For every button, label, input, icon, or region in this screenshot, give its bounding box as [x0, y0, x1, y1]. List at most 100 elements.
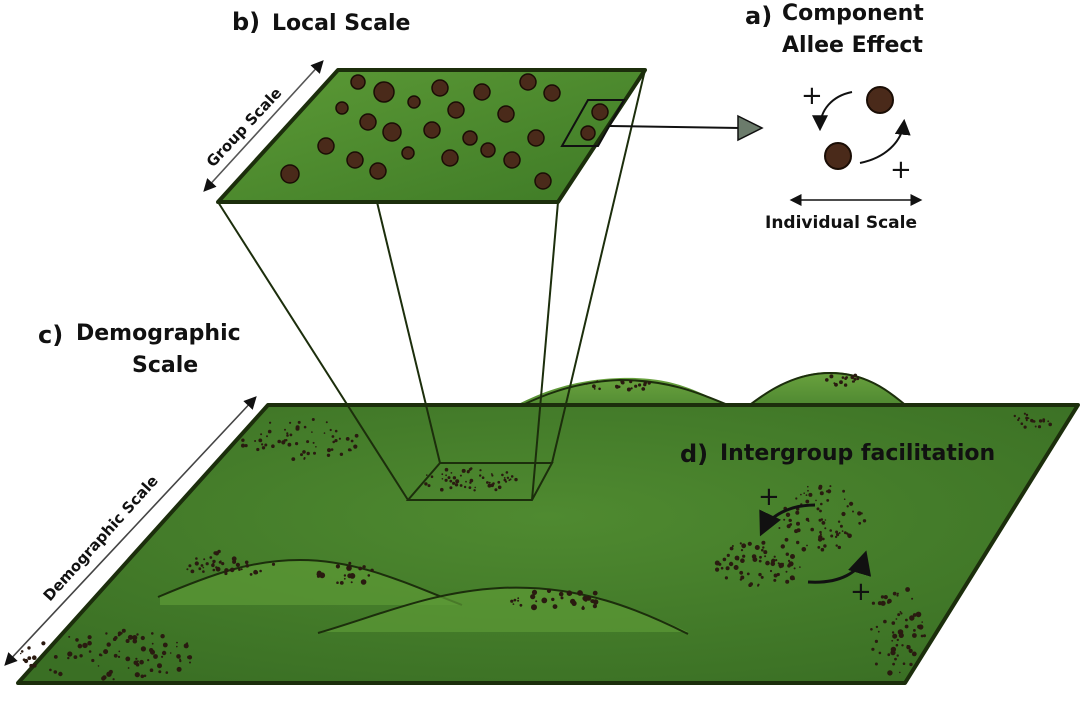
population-speck [316, 570, 322, 576]
population-speck [895, 618, 898, 620]
population-speck [503, 478, 507, 482]
population-speck [221, 562, 225, 566]
population-speck [349, 573, 356, 579]
population-speck [826, 499, 830, 502]
population-speck [838, 532, 841, 534]
population-speck [911, 597, 914, 600]
population-speck [853, 377, 857, 381]
population-speck [277, 439, 282, 444]
population-speck [229, 567, 235, 573]
population-speck [586, 383, 588, 385]
individual-dot [401, 146, 415, 160]
population-speck [790, 554, 795, 559]
population-speck [807, 489, 809, 492]
individual-dot [441, 149, 459, 167]
population-speck [300, 453, 303, 457]
population-speck [630, 387, 633, 390]
population-speck [728, 561, 734, 567]
plus-sign-bottom: + [890, 155, 912, 185]
population-speck [827, 489, 832, 494]
population-speck [67, 656, 70, 660]
population-speck [531, 589, 538, 596]
population-speck [1018, 417, 1021, 420]
population-speck [897, 613, 901, 617]
population-speck [890, 650, 896, 656]
population-speck [824, 527, 827, 530]
population-speck [459, 474, 462, 477]
population-speck [647, 381, 651, 385]
population-speck [455, 479, 460, 484]
population-speck [32, 663, 37, 668]
population-speck [479, 469, 482, 472]
population-speck [20, 650, 24, 653]
population-speck [794, 529, 799, 534]
population-speck [469, 467, 473, 470]
population-speck [739, 578, 743, 581]
panel-c-title-line2: Scale [132, 353, 198, 378]
population-speck [508, 479, 511, 482]
population-speck [785, 512, 791, 517]
population-speck [764, 555, 767, 558]
population-speck [923, 634, 926, 638]
population-speck [875, 625, 879, 629]
population-speck [295, 442, 299, 446]
population-speck [22, 658, 26, 662]
population-speck [450, 472, 453, 474]
population-speck [1047, 420, 1050, 423]
population-speck [552, 604, 558, 609]
population-speck [179, 658, 182, 661]
population-speck [212, 559, 216, 564]
population-speck [459, 484, 463, 487]
population-speck [892, 591, 897, 596]
population-speck [887, 670, 893, 676]
population-speck [183, 643, 189, 649]
population-speck [874, 639, 879, 644]
population-speck [775, 559, 778, 562]
population-speck [731, 545, 734, 547]
population-speck [161, 650, 167, 656]
population-speck [1048, 422, 1052, 427]
population-speck [784, 537, 789, 542]
population-speck [891, 639, 894, 642]
population-speck [837, 520, 841, 523]
individual-scale-label: Individual Scale [765, 213, 917, 233]
population-speck [91, 658, 95, 663]
population-speck [735, 565, 738, 567]
population-speck [535, 600, 538, 603]
population-speck [795, 510, 800, 515]
population-speck [360, 579, 367, 585]
population-speck [133, 660, 139, 666]
population-speck [427, 484, 431, 488]
population-speck [807, 520, 810, 522]
plus-sign-d-top: + [758, 482, 780, 512]
population-speck [235, 562, 240, 568]
population-speck [883, 595, 888, 600]
population-speck [856, 377, 860, 381]
population-speck [147, 659, 150, 662]
population-speck [165, 671, 169, 674]
population-speck [343, 574, 347, 577]
population-speck [1042, 418, 1046, 422]
population-speck [335, 564, 340, 569]
population-speck [259, 569, 262, 573]
population-speck [241, 438, 245, 442]
population-speck [788, 518, 792, 523]
population-speck [592, 384, 596, 389]
population-speck [190, 569, 195, 574]
individual-dot [591, 103, 609, 121]
population-speck [114, 636, 118, 640]
individual-dot [317, 137, 335, 155]
population-speck [803, 492, 805, 495]
population-speck [740, 558, 745, 563]
population-speck [841, 376, 845, 379]
individual-dot [534, 172, 552, 190]
population-speck [749, 582, 753, 586]
population-speck [796, 521, 800, 526]
population-speck [97, 665, 100, 667]
population-speck [27, 646, 31, 650]
population-speck [256, 447, 260, 452]
population-speck [792, 577, 795, 581]
population-speck [362, 565, 366, 569]
population-speck [240, 568, 243, 571]
